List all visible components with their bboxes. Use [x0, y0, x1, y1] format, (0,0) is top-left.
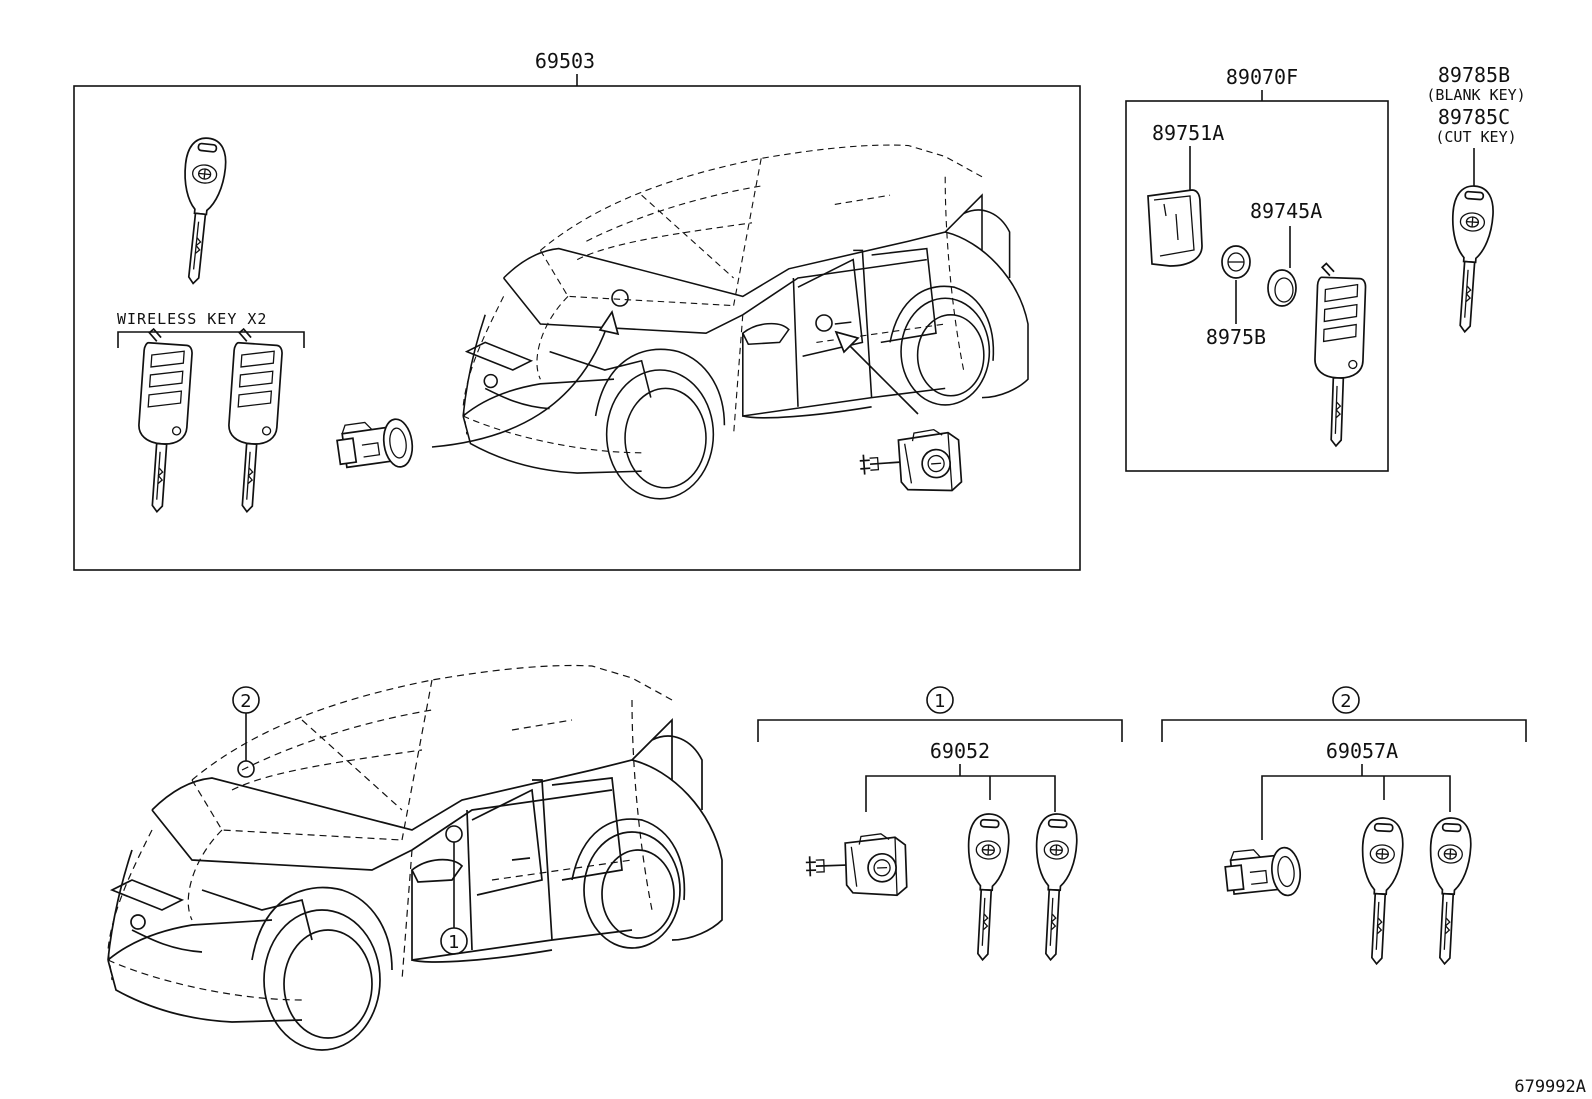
svg-text:2: 2	[1340, 691, 1351, 712]
callout-2-set: 2	[1332, 686, 1360, 714]
set-1-ignition-cylinder-icon	[804, 832, 908, 900]
callout-1-bottom-car: 1	[440, 842, 468, 955]
marker-door-bottom	[445, 825, 463, 843]
set-1-key-icon-2	[1029, 812, 1080, 962]
master-key-icon	[172, 135, 230, 287]
drawing-id: 679992A	[1514, 1077, 1586, 1097]
remote-assembly-box	[1125, 100, 1389, 472]
label-89785C: 89785C	[1438, 105, 1510, 129]
wireless-key-bracket	[117, 331, 305, 348]
battery-icon	[1267, 269, 1297, 307]
arrow-to-door	[839, 335, 919, 415]
transmitter-cover-icon	[1221, 245, 1251, 279]
label-89070F: 89070F	[1226, 65, 1298, 89]
remote-key-icon	[1311, 262, 1368, 448]
label-89785B: 89785B	[1438, 63, 1510, 87]
svg-text:1: 1	[934, 691, 945, 712]
door-lock-cylinder-icon	[334, 415, 417, 477]
svg-text:1: 1	[448, 932, 459, 953]
set-2-leader	[1261, 764, 1451, 840]
marker-ignition-bottom	[237, 760, 255, 778]
set-2-key-icon-1	[1355, 816, 1406, 966]
assembly-69503-box	[73, 85, 1081, 571]
set-1-leader	[865, 764, 1056, 812]
svg-text:2: 2	[240, 691, 251, 712]
wireless-key-icon-2	[222, 327, 285, 515]
set-2-door-cylinder-icon	[1222, 844, 1304, 903]
wireless-key-icon-1	[132, 327, 195, 515]
key-case-icon	[1147, 189, 1203, 267]
arrow-to-ignition	[431, 317, 611, 448]
label-89751A: 89751A	[1152, 121, 1224, 145]
spare-key-icon	[1443, 183, 1496, 334]
note-cut-key: (CUT KEY)	[1435, 128, 1516, 146]
label-8975B: 8975B	[1206, 325, 1266, 349]
marker-ignition-top	[611, 289, 629, 307]
label-69503: 69503	[535, 49, 595, 73]
set-2-bracket	[1161, 719, 1527, 742]
label-69052: 69052	[930, 739, 990, 763]
ignition-cylinder-icon	[857, 427, 963, 498]
callout-2-bottom-car: 2	[232, 686, 260, 761]
label-89745A: 89745A	[1250, 199, 1322, 223]
label-69057A: 69057A	[1326, 739, 1398, 763]
marker-door-top	[815, 314, 833, 332]
set-2-key-icon-2	[1423, 816, 1474, 966]
vehicle-illustration-bottom	[107, 664, 723, 1051]
callout-1-set: 1	[926, 686, 954, 714]
note-blank-key: (BLANK KEY)	[1426, 86, 1525, 104]
wireless-key-note: WIRELESS KEY X2	[117, 310, 267, 328]
set-1-bracket	[757, 719, 1123, 742]
set-1-key-icon-1	[961, 812, 1012, 962]
